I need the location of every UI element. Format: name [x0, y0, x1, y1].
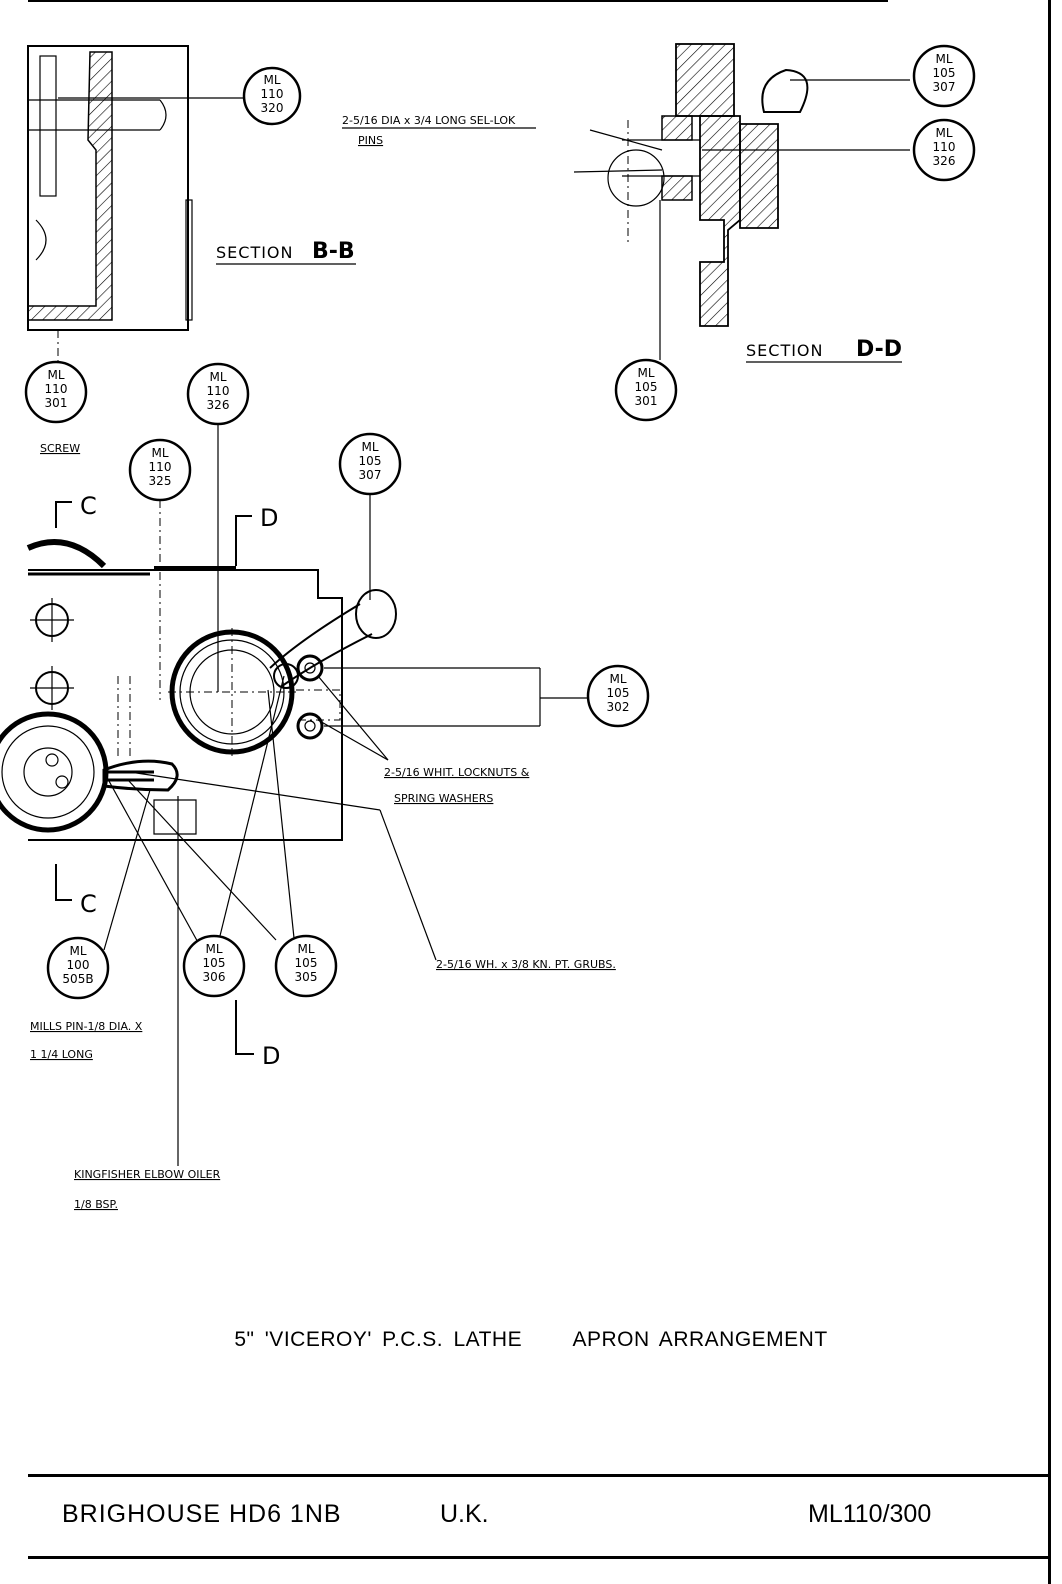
svg-text:305: 305 [295, 970, 318, 984]
svg-text:326: 326 [207, 398, 230, 412]
svg-text:105: 105 [607, 686, 630, 700]
note-oiler-line1: KINGFISHER ELBOW OILER [74, 1168, 221, 1181]
footer-address: BRIGHOUSE HD6 1NB [62, 1500, 342, 1528]
right-border-line [1048, 0, 1051, 1584]
drawing-title-assembly: APRON ARRANGEMENT [572, 1328, 828, 1351]
svg-text:ML: ML [637, 366, 654, 380]
drawing-title: 5" 'VICEROY' P.C.S. LATHE APRON ARRANGEM… [0, 1328, 1062, 1352]
drawing-title-machine: 5" 'VICEROY' P.C.S. LATHE [234, 1328, 523, 1351]
svg-text:326: 326 [933, 154, 956, 168]
svg-text:505B: 505B [62, 972, 93, 986]
section-bb-heading: SECTION B-B [216, 239, 356, 265]
svg-text:301: 301 [45, 396, 68, 410]
section-marker-d-bottom: D [262, 1042, 280, 1070]
section-bb-view [27, 45, 193, 364]
note-mills-pin-line2: 1 1/4 LONG [30, 1048, 93, 1061]
balloon-ml-105-306: ML 105 306 [182, 934, 246, 998]
svg-text:SECTION: SECTION [216, 243, 294, 262]
footer-bottom-rule [28, 1556, 1050, 1559]
svg-text:105: 105 [295, 956, 318, 970]
svg-text:110: 110 [933, 140, 956, 154]
note-locknuts-line2: SPRING WASHERS [394, 792, 493, 805]
svg-text:D-D: D-D [856, 337, 902, 362]
svg-text:SECTION: SECTION [746, 341, 824, 360]
section-dd-heading: SECTION D-D [746, 337, 902, 363]
footer-country: U.K. [440, 1500, 489, 1528]
note-sel-lok-pins-line1: 2-5/16 DIA x 3/4 LONG SEL-LOK [342, 114, 516, 127]
svg-text:105: 105 [635, 380, 658, 394]
balloon-ml-110-326-front: ML 110 326 [186, 362, 250, 426]
note-locknuts-line1: 2-5/16 WHIT. LOCKNUTS & [384, 766, 530, 779]
svg-text:302: 302 [607, 700, 630, 714]
balloon-ml-105-307-front: ML 105 307 [338, 432, 402, 496]
balloon-ml-110-301: ML 110 301 [24, 360, 88, 424]
balloon-ml-100-505b: ML 100 505B [46, 936, 110, 1000]
svg-text:110: 110 [149, 460, 172, 474]
note-grubs: 2-5/16 WH. x 3/8 KN. PT. GRUBS. [436, 958, 616, 971]
section-marker-c-bottom: C [80, 890, 97, 918]
svg-text:307: 307 [933, 80, 956, 94]
leader-lines [58, 79, 910, 961]
svg-text:306: 306 [203, 970, 226, 984]
svg-text:ML: ML [263, 73, 280, 87]
svg-text:B-B: B-B [312, 239, 355, 264]
svg-text:325: 325 [149, 474, 172, 488]
svg-text:110: 110 [207, 384, 230, 398]
svg-text:ML: ML [609, 672, 626, 686]
note-sel-lok-pins-line2: PINS [358, 134, 383, 147]
svg-text:ML: ML [205, 942, 222, 956]
footer-drawing-number: ML110/300 [808, 1500, 932, 1528]
svg-text:307: 307 [359, 468, 382, 482]
svg-text:320: 320 [261, 101, 284, 115]
svg-text:105: 105 [203, 956, 226, 970]
balloon-ml-110-320: ML 110 320 [242, 66, 302, 126]
svg-text:ML: ML [297, 942, 314, 956]
note-oiler-line2: 1/8 BSP. [74, 1198, 118, 1211]
apron-front-view [0, 500, 397, 1160]
svg-text:105: 105 [359, 454, 382, 468]
top-border-line [28, 0, 888, 2]
section-dd-view [573, 43, 809, 360]
svg-text:ML: ML [209, 370, 226, 384]
balloon-ml-105-301: ML 105 301 [614, 358, 678, 422]
svg-text:110: 110 [261, 87, 284, 101]
footer-top-rule [28, 1474, 1050, 1477]
svg-text:ML: ML [935, 52, 952, 66]
svg-text:ML: ML [69, 944, 86, 958]
section-marker-d-top: D [260, 504, 278, 532]
svg-text:ML: ML [935, 126, 952, 140]
note-mills-pin-line1: MILLS PIN-1/8 DIA. X [30, 1020, 143, 1033]
balloon-ml-105-305: ML 105 305 [274, 934, 338, 998]
part-balloons: ML 110 320 ML 105 307 ML 110 326 ML 110 … [24, 44, 976, 1000]
svg-text:ML: ML [361, 440, 378, 454]
section-marker-c-top: C [80, 492, 97, 520]
svg-text:ML: ML [47, 368, 64, 382]
balloon-ml-110-325: ML 110 325 [128, 438, 192, 502]
svg-text:ML: ML [151, 446, 168, 460]
svg-text:301: 301 [635, 394, 658, 408]
balloon-ml-110-326-top: ML 110 326 [912, 118, 976, 182]
balloon-ml-105-302: ML 105 302 [586, 664, 650, 728]
svg-text:105: 105 [933, 66, 956, 80]
svg-text:110: 110 [45, 382, 68, 396]
balloon-ml-105-307-top: ML 105 307 [912, 44, 976, 108]
svg-text:100: 100 [67, 958, 90, 972]
note-screw: SCREW [40, 442, 80, 455]
